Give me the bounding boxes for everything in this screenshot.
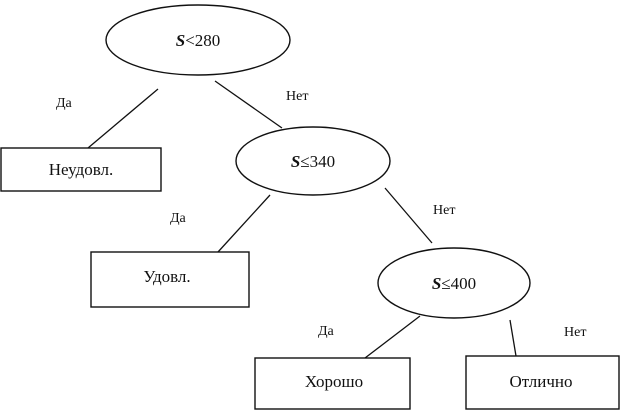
node-low: S≤400 — [377, 247, 531, 319]
edge-label-low-yes: Да — [318, 324, 335, 339]
edge-root-no — [214, 80, 283, 129]
node-low-shape — [377, 247, 531, 319]
edge-low-yes — [364, 315, 421, 359]
leaf-otlichno-label: Отлично — [509, 372, 572, 391]
leaf-neudovl: Неудовл. — [0, 147, 162, 192]
node-mid-label: S≤340 — [291, 152, 335, 171]
edge-mid-no — [384, 187, 433, 244]
leaf-udovl-label: Удовл. — [143, 267, 190, 286]
node-root: S<280 — [105, 4, 291, 76]
leaf-khorosho-label: Хорошо — [305, 372, 363, 391]
leaf-udovl: Удовл. — [90, 251, 250, 308]
leaf-neudovl-label: Неудовл. — [49, 160, 114, 179]
node-mid: S≤340 — [235, 126, 391, 196]
edge-root-yes — [87, 88, 159, 149]
edge-label-root-yes: Да — [56, 96, 73, 111]
leaf-khorosho-box — [254, 357, 411, 410]
leaf-otlichno: Отлично — [465, 355, 620, 410]
connectors — [87, 80, 517, 359]
leaf-otlichno-box — [465, 355, 620, 410]
node-mid-shape — [235, 126, 391, 196]
node-low-label: S≤400 — [432, 274, 476, 293]
leaf-khorosho: Хорошо — [254, 357, 411, 410]
edge-label-mid-yes: Да — [170, 211, 187, 226]
edge-label-low-no: Нет — [564, 325, 586, 340]
leaf-udovl-box — [90, 251, 250, 308]
edge-low-no — [509, 319, 517, 357]
edge-mid-yes — [217, 194, 271, 253]
node-root-shape — [105, 4, 291, 76]
leaf-neudovl-box — [0, 147, 162, 192]
edge-label-mid-no: Нет — [433, 203, 455, 218]
edge-label-root-no: Нет — [286, 89, 308, 104]
node-root-label: S<280 — [176, 31, 221, 50]
